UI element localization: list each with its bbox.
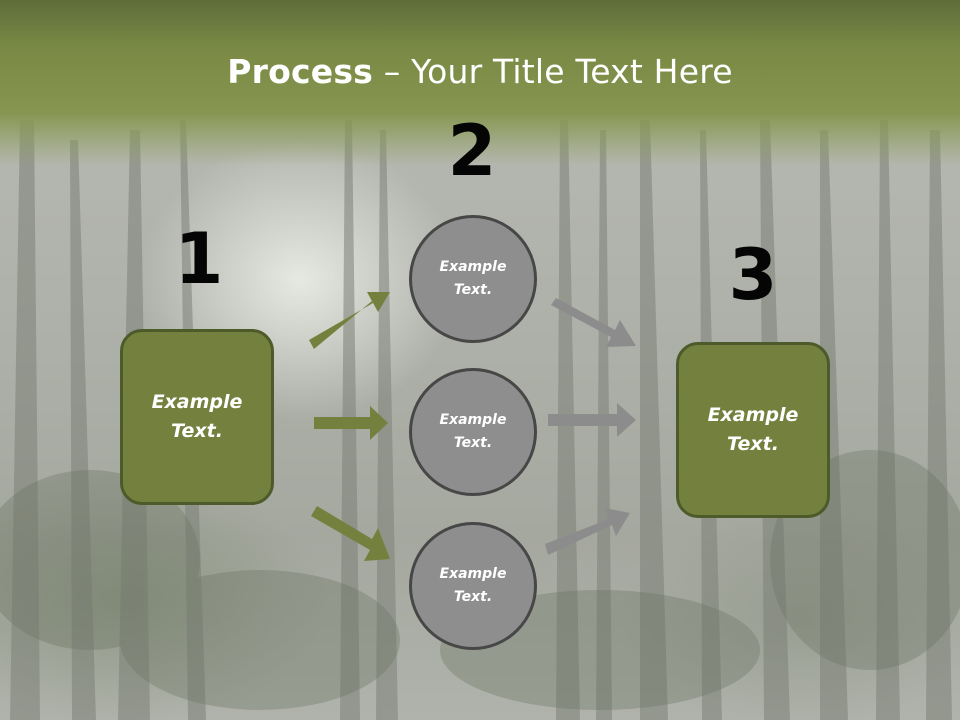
step-circle-top-text: Example Text. [439,259,507,298]
step-circle-middle-text: Example Text. [439,412,507,451]
arrow-top-to-box3 [551,298,636,347]
slide-title: Process – Your Title Text Here [0,52,960,91]
arrow-box1-to-bottom [311,506,390,561]
step-circle-top: Example Text. [409,215,537,343]
title-rest: – Your Title Text Here [373,52,733,91]
step-circle-bottom: Example Text. [409,522,537,650]
arrow-middle-to-box3 [548,403,636,437]
step-number-3: 3 [728,234,778,316]
arrow-box1-to-middle [314,406,388,440]
title-band [0,0,960,165]
step-box-1-text: Example Text. [151,391,243,442]
arrow-bottom-to-box3 [545,508,630,555]
step-box-1: Example Text. [120,329,274,505]
step-number-1: 1 [174,218,224,300]
step-box-3-text: Example Text. [707,404,799,455]
arrow-box1-to-top [309,292,390,349]
title-bold: Process [227,52,374,91]
step-circle-bottom-text: Example Text. [439,566,507,605]
step-box-3: Example Text. [676,342,830,518]
step-circle-middle: Example Text. [409,368,537,496]
step-number-2: 2 [447,110,497,192]
